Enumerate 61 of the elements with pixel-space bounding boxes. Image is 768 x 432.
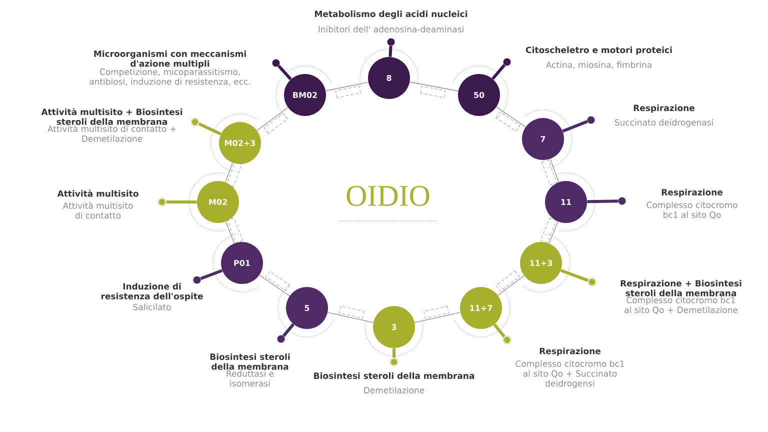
title: OIDIO: [346, 186, 430, 206]
pin-dot: [502, 336, 512, 344]
callout-text: Complesso citocromo bc1 al sito Qo: [646, 202, 738, 219]
callout-heading: Attività multisito: [57, 190, 138, 197]
pin-line: [198, 122, 222, 136]
connector-line: [409, 82, 459, 92]
pin-line: [278, 64, 292, 80]
connector-line: [325, 82, 369, 92]
callout-heading: Biosintesi steroli della membrana: [314, 372, 474, 379]
callout-text: Complesso citocromo bc1 al sito Qo + Demetilazione: [624, 296, 738, 314]
pin-dot: [272, 59, 280, 67]
callout-heading: Respirazione: [662, 188, 722, 198]
pin-line: [587, 200, 618, 204]
callout-heading: Metabolismo degli acidi nucleici: [315, 10, 468, 19]
pin-dot: [193, 276, 201, 284]
callout-heading: Citoscheletro e motori proteici: [526, 46, 672, 55]
connector-line: [259, 274, 290, 296]
connector-line: [225, 162, 233, 183]
pin-line: [493, 324, 506, 338]
connector-line: [256, 107, 288, 131]
pin-dot: [277, 335, 285, 343]
pin-dot: [390, 358, 398, 366]
connector-line: [225, 221, 235, 244]
callout-text: Attività multisito di contatto: [62, 202, 133, 219]
callout-heading: Respirazione: [634, 104, 694, 113]
callout-text: Actina, miosina, fimbrina: [546, 61, 652, 69]
pin-dot: [503, 58, 511, 66]
pin-line: [388, 46, 392, 57]
pin-line: [562, 120, 588, 133]
pin-line: [392, 348, 396, 358]
callout-text: Demetilazione: [364, 386, 424, 394]
pin-dot: [190, 118, 200, 126]
pin-line: [492, 64, 506, 80]
pin-dot: [588, 278, 596, 286]
callout-text: Succinato deidrogenasi: [614, 119, 713, 128]
callout-text: Inibitori dell' adenosina-deaminasi: [318, 26, 464, 32]
connector-line: [548, 221, 558, 244]
callout-heading: Respirazione: [540, 348, 600, 356]
pin-dot: [158, 198, 166, 206]
callout-text: Attività multisito di contatto + Demetilazione: [48, 125, 176, 142]
connector-line: [550, 158, 560, 182]
callout-heading: Respirazione + Biosintesi steroli della membrana: [620, 280, 742, 296]
callout-heading: Induzione di resistenza dell'ospite: [101, 283, 203, 302]
callout-text: Reduttasi e isomerasi: [226, 370, 274, 387]
pin-dot: [387, 38, 395, 46]
callout-heading: Microorganismi con meccanismi d'azione multipli: [94, 50, 246, 68]
pin-dot: [587, 116, 595, 124]
connector-line: [327, 312, 374, 323]
callout-heading: Biosintesi steroli della membrana: [210, 353, 290, 370]
callout-text: Complesso citocromo bc1 al sito Qo + Succinato deidrogensi: [516, 360, 624, 388]
callout-text: Competizione, micoparassitismo, antibiosi, induzione di resistenza, ecc.: [90, 68, 250, 86]
pin-line: [200, 269, 223, 280]
callout-text: Salicilato: [133, 304, 171, 310]
pin-dot: [618, 197, 626, 205]
pin-line: [166, 200, 197, 204]
callout-heading: Attività multisito + Biosintesi steroli della membrana: [41, 108, 182, 125]
connector-line: [498, 275, 524, 296]
connector-line: [496, 106, 526, 128]
connector-line: [414, 312, 461, 323]
pin-line: [282, 323, 295, 337]
pin-line: [560, 269, 588, 282]
